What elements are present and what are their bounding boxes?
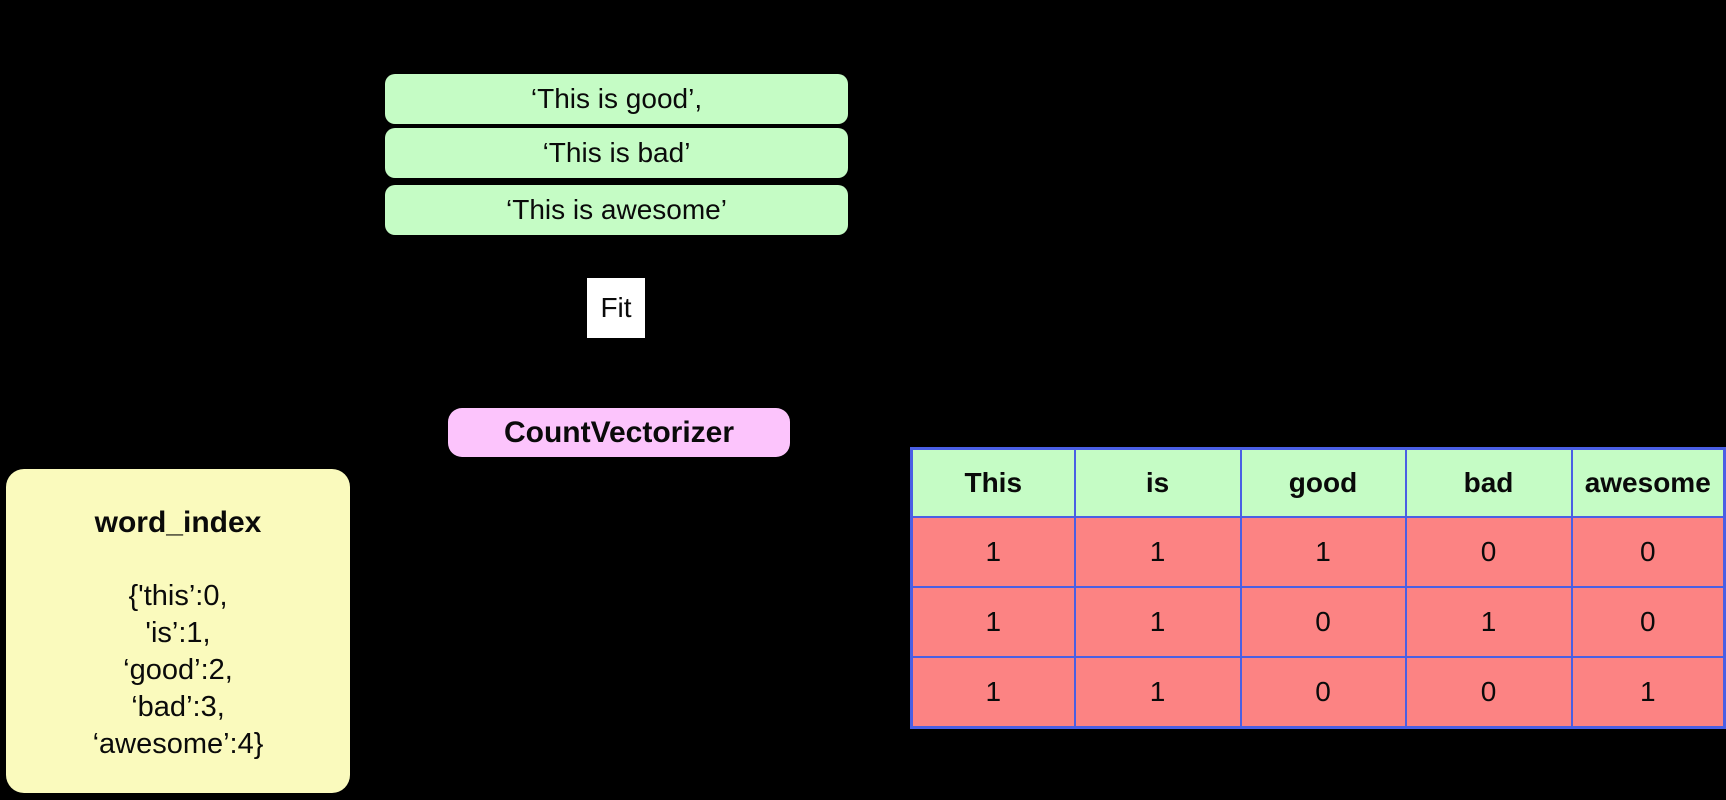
matrix-cell: 1 — [1073, 656, 1242, 729]
input-sentence-text-2: ‘This is bad’ — [542, 137, 691, 168]
matrix-cell: 1 — [1570, 656, 1726, 729]
matrix-row: 1 1 1 0 0 — [910, 516, 1726, 588]
matrix-cell: 1 — [1239, 516, 1407, 588]
word-index-line: ‘awesome’:4} — [92, 728, 264, 760]
matrix-header-cell: is — [1073, 447, 1242, 518]
matrix-cell: 1 — [1073, 586, 1242, 658]
countvectorizer-box: CountVectorizer — [448, 408, 790, 457]
matrix-cell: 1 — [910, 586, 1076, 658]
matrix-header-cell: bad — [1404, 447, 1573, 518]
countvectorizer-label: CountVectorizer — [503, 415, 735, 449]
input-sentence-box-1: ‘This is good’, — [385, 74, 848, 124]
input-sentence-box-2: ‘This is bad’ — [385, 128, 848, 178]
matrix-header-cell: This — [910, 447, 1076, 518]
fit-step-label: Fit — [600, 292, 632, 323]
input-sentence-text-3: ‘This is awesome’ — [506, 194, 727, 225]
matrix-cell: 0 — [1239, 656, 1407, 729]
matrix-cell: 0 — [1404, 656, 1573, 729]
input-sentence-box-3: ‘This is awesome’ — [385, 185, 848, 235]
word-index-dictionary: {'this’:0, 'is’:1, ‘good’:2, ‘bad’:3, ‘a… — [6, 578, 350, 763]
matrix-cell: 1 — [1404, 586, 1573, 658]
matrix-row: 1 1 0 0 1 — [910, 656, 1726, 729]
word-index-line: {'this’:0, — [128, 580, 228, 612]
word-index-line: ‘good’:2, — [123, 654, 233, 686]
word-index-title: word_index — [94, 506, 262, 539]
word-index-line: ‘bad’:3, — [131, 691, 225, 723]
matrix-cell: 0 — [1570, 516, 1726, 588]
matrix-cell: 0 — [1570, 586, 1726, 658]
matrix-cell: 1 — [910, 516, 1076, 588]
input-sentence-text-1: ‘This is good’, — [530, 83, 703, 114]
matrix-header-cell: good — [1239, 447, 1407, 518]
matrix-header-row: This is good bad awesome — [910, 447, 1726, 518]
matrix-cell: 1 — [1073, 516, 1242, 588]
matrix-row: 1 1 0 1 0 — [910, 586, 1726, 658]
matrix-cell: 0 — [1404, 516, 1573, 588]
matrix-cell: 1 — [910, 656, 1076, 729]
count-matrix-table: This is good bad awesome 1 1 1 0 0 1 1 0… — [910, 447, 1726, 729]
matrix-cell: 0 — [1239, 586, 1407, 658]
fit-step-box: Fit — [587, 278, 645, 338]
word-index-card: word_index {'this’:0, 'is’:1, ‘good’:2, … — [6, 469, 350, 793]
word-index-line: 'is’:1, — [145, 617, 211, 649]
matrix-header-cell: awesome — [1570, 447, 1726, 518]
